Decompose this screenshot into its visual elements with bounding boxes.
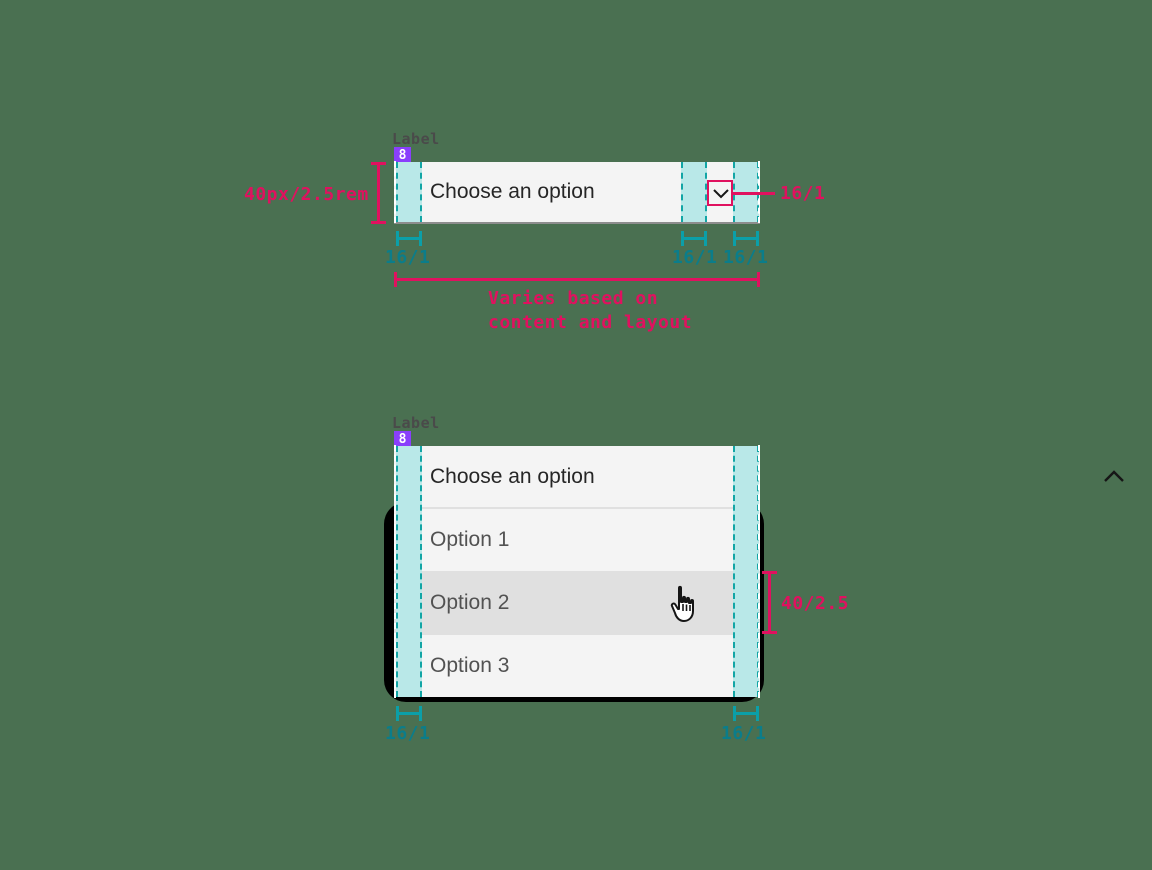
open-select-right-padding-annotation: 16/1 xyxy=(721,723,767,744)
closed-select-bounds-outline xyxy=(394,161,760,223)
icon-size-leader-line xyxy=(733,192,775,195)
open-left-padding-rule xyxy=(396,706,422,721)
option-label: Option 3 xyxy=(430,654,510,677)
open-select-left-padding-overlay xyxy=(396,446,422,697)
list-item[interactable]: Option 3 xyxy=(394,634,760,697)
closed-select-height-rule xyxy=(371,162,386,224)
dropdown-option-list[interactable]: Option 1 Option 2 Option 3 xyxy=(394,508,760,697)
closed-select-label: Label xyxy=(392,130,440,148)
closed-select-icon-gap-annotation: 16/1 xyxy=(672,247,718,268)
chevron-up-icon[interactable] xyxy=(1101,468,1127,486)
closed-left-padding-rule xyxy=(396,231,422,246)
closed-right-padding-rule xyxy=(733,231,759,246)
closed-select-icon-box xyxy=(707,180,733,206)
closed-select-width-rule xyxy=(394,272,760,287)
option-label: Option 2 xyxy=(430,591,510,614)
option-label: Option 1 xyxy=(430,528,510,551)
closed-select-icon-size-annotation: 16/1 xyxy=(780,183,826,204)
closed-select-width-annotation-line2: content and layout xyxy=(488,312,693,333)
closed-select-height-annotation: 40px/2.5rem xyxy=(244,184,369,205)
list-item[interactable]: Option 1 xyxy=(394,508,760,571)
open-select-field[interactable]: Choose an option xyxy=(394,446,1124,508)
closed-select-left-padding-overlay xyxy=(396,162,422,222)
open-select-bounds-outline xyxy=(394,445,760,698)
chevron-down-icon[interactable] xyxy=(712,186,730,202)
list-item[interactable]: Option 2 xyxy=(394,571,760,634)
closed-select-width-annotation-line1: Varies based on xyxy=(488,288,659,309)
closed-select-spacing-badge: 8 xyxy=(394,147,411,164)
open-select-left-padding-annotation: 16/1 xyxy=(385,723,431,744)
open-select-value: Choose an option xyxy=(430,464,595,488)
open-select-label: Label xyxy=(392,414,440,432)
option-row-height-rule xyxy=(762,571,777,634)
closed-icon-gap-rule xyxy=(681,231,707,246)
option-row-height-annotation: 40/2.5 xyxy=(781,593,850,614)
closed-select-right-padding-annotation: 16/1 xyxy=(723,247,769,268)
closed-select-left-padding-annotation: 16/1 xyxy=(385,247,431,268)
open-select-spacing-badge: 8 xyxy=(394,431,411,448)
open-right-padding-rule xyxy=(733,706,759,721)
closed-select-icon-gap-overlay xyxy=(681,162,707,222)
closed-select-value: Choose an option xyxy=(430,180,595,203)
pointer-hand-cursor xyxy=(670,585,694,622)
